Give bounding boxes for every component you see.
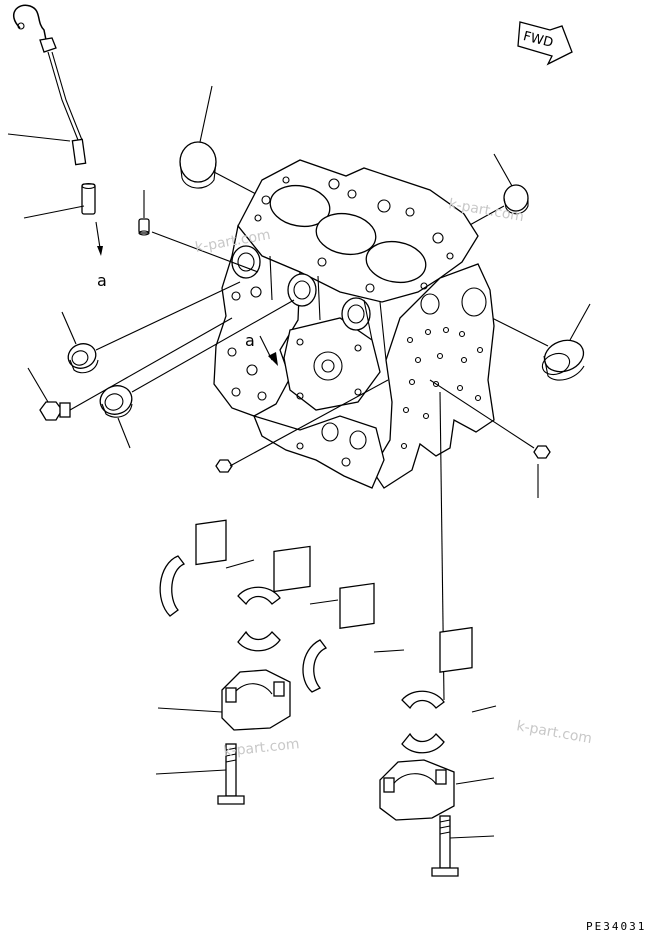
small-bolt-rear-axis (429, 379, 535, 449)
callout-a-upper: a (97, 271, 107, 290)
plug-bolt (39, 401, 71, 421)
leader-main-bearing-2 (471, 705, 497, 713)
thrust-washer-1 (159, 519, 227, 617)
bushing-2-axis (131, 299, 295, 393)
leader-bearing-cap-1 (157, 707, 223, 713)
small-bolt-rear (533, 445, 551, 459)
watermark-3: k-part.com (223, 736, 300, 760)
leader-thrust-washer-1 (225, 559, 255, 569)
plug-bolt-axis (69, 317, 233, 411)
expansion-plug-left (179, 141, 217, 189)
small-bolt-front-axis (229, 379, 389, 467)
leader-bushing-2 (117, 417, 131, 449)
main-bearing-upper-1 (237, 545, 311, 652)
rear-cap-axis (487, 315, 549, 347)
dowel-pin-axis (151, 231, 259, 273)
leader-plug-left (199, 85, 213, 143)
leader-plug-right (493, 153, 513, 187)
rear-seal-cap (541, 339, 585, 381)
watermark-4: k-part.com (515, 718, 593, 747)
leader-bushing-1 (61, 311, 77, 345)
leader-bearing-cap-2 (455, 777, 495, 785)
thrust-washer-2 (302, 582, 375, 693)
small-bolt-front (215, 459, 233, 473)
arrow-head-a-lower (268, 352, 278, 366)
cap-bolt-2 (431, 815, 459, 877)
dipstick (13, 4, 87, 166)
leader-main-bearing-1 (309, 599, 339, 605)
expansion-plug-right (503, 184, 529, 215)
arrow-shaft-a-upper (95, 221, 101, 249)
plug-left-axis (213, 171, 257, 195)
leader-plug-bolt (27, 367, 49, 403)
leader-thrust-washer-2 (373, 649, 405, 653)
leader-cap-bolt-2 (449, 835, 495, 839)
fwd-arrow-icon: FWD (517, 21, 573, 66)
leader-guide-pipe (23, 205, 85, 219)
main-bearing-cap-2 (379, 759, 455, 821)
guide-pipe (81, 182, 96, 215)
cylinder-block (213, 159, 495, 489)
leader-rear-cap (569, 303, 591, 341)
leader-dipstick (7, 133, 71, 142)
main-bearing-upper-2 (401, 626, 473, 754)
main-bearing-cap-1 (221, 669, 291, 731)
camshaft-bushing-2 (99, 385, 133, 418)
camshaft-bushing-1 (67, 343, 99, 374)
drawing-code: PE34031 (586, 920, 646, 933)
leader-cap-bolt-1 (155, 769, 227, 775)
dowel-pin (138, 218, 150, 236)
arrow-head-a-upper (97, 246, 103, 256)
plug-right-axis (467, 205, 505, 227)
fwd-label: FWD (522, 29, 555, 51)
callout-a-lower: a (245, 331, 255, 350)
bushing-1-axis (95, 281, 241, 351)
